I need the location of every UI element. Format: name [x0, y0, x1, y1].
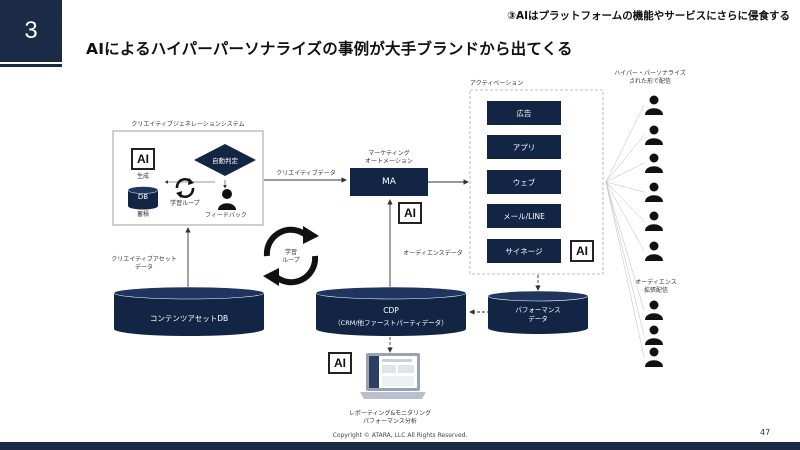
channel-mail-box: メール/LINE — [487, 204, 561, 228]
person-icon — [645, 125, 663, 145]
person-icon — [645, 182, 663, 202]
auto-judge-diamond — [194, 144, 256, 176]
laptop-dashboard-icon — [360, 353, 426, 399]
reporting-ai-badge: AI — [328, 352, 352, 374]
creative-data-label: クリエイティブデータ — [276, 170, 336, 177]
audience-ext-caption: オーディエンス 拡張配信 — [635, 279, 677, 294]
db-cylinder-icon — [127, 186, 159, 210]
activation-ai-badge: AI — [570, 240, 594, 262]
content-db-cylinder — [113, 286, 265, 336]
channel-signage-box: サイネージ — [487, 239, 561, 263]
activation-caption: アクティベーション — [470, 80, 524, 87]
channel-web-box: ウェブ — [487, 170, 561, 194]
person-icon — [645, 95, 663, 115]
cdp-subtitle: （CRM/他ファーストパーティデータ） — [334, 319, 448, 327]
center-loop-icon — [263, 226, 319, 286]
creative-system-label: クリエイティブジェネレーションシステム — [131, 121, 245, 128]
slide-number: 3 — [0, 0, 62, 62]
ma-box: MA — [350, 168, 428, 196]
slide-number-text: 3 — [24, 17, 38, 44]
content-db-label: コンテンツアセットDB — [149, 314, 229, 323]
performance-cylinder — [487, 290, 589, 334]
reporting-caption: レポーティング&モニタリング パフォーマンス分析 — [348, 410, 432, 425]
db-label: DB — [137, 193, 149, 201]
ma-box-label: MA — [382, 177, 396, 187]
channel-ad-label: 広告 — [516, 108, 532, 118]
channel-ad-box: 広告 — [487, 101, 561, 125]
generate-label: 生成 — [136, 173, 149, 180]
audience-top-caption: ハイパー・パーソナライズ された形で配信 — [614, 70, 686, 85]
activation-frame — [469, 89, 604, 275]
small-loop-label: 学習ループ — [170, 200, 200, 207]
channel-app-label: アプリ — [512, 142, 536, 152]
copyright-text: Copyright © ATARA, LLC All Rights Reserv… — [332, 432, 468, 439]
feedback-label: フィードバック — [205, 212, 247, 219]
creative-ai-badge: AI — [131, 148, 155, 170]
store-label: 蓄積 — [136, 211, 149, 218]
audience-data-label: オーディエンスデータ — [403, 250, 463, 257]
person-icon — [645, 300, 663, 320]
cdp-title: CDP — [383, 306, 399, 315]
activation-ai-text: AI — [576, 244, 588, 258]
channel-signage-label: サイネージ — [505, 246, 543, 256]
page-number: 47 — [760, 428, 771, 437]
creative-ai-text: AI — [137, 152, 149, 166]
channel-web-label: ウェブ — [512, 177, 536, 187]
person-icon — [645, 325, 663, 345]
auto-judge-label: 自動判定 — [212, 157, 238, 165]
slide-title: AIによるハイパーパーソナライズの事例が大手ブランドから出てくる — [86, 40, 573, 58]
person-icon — [645, 347, 663, 367]
ma-caption: マーケティング オートメーション — [365, 150, 413, 165]
ma-ai-badge: AI — [398, 202, 422, 224]
feedback-person-icon — [218, 189, 236, 210]
person-icon — [645, 241, 663, 261]
person-icon — [645, 211, 663, 231]
center-loop-label: 学習 ループ — [282, 249, 300, 264]
channel-app-box: アプリ — [487, 135, 561, 159]
channel-mail-label: メール/LINE — [503, 211, 545, 221]
performance-label: パフォーマンス データ — [515, 306, 561, 323]
creative-system-frame — [112, 130, 264, 226]
footer-bar — [0, 442, 800, 450]
ma-ai-text: AI — [404, 206, 416, 220]
person-icon — [645, 153, 663, 173]
creative-asset-data-label: クリエイティブアセット データ — [111, 256, 177, 271]
header-accent-bar — [0, 64, 62, 67]
slide-subtitle: ③AIはプラットフォームの機能やサービスにさらに侵食する — [507, 10, 790, 22]
small-loop-icon — [175, 178, 195, 198]
reporting-ai-text: AI — [334, 356, 346, 370]
cdp-cylinder — [315, 286, 467, 336]
